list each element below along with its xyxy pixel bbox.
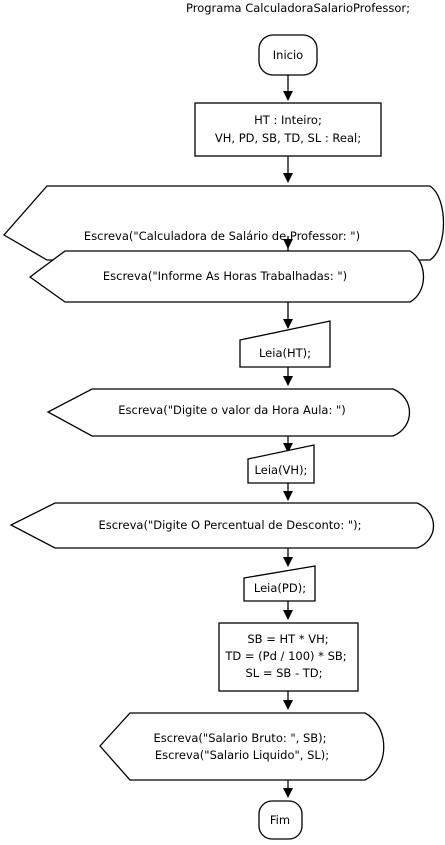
- display-hour-value: Escreva("Digite o valor da Hora Aula: "): [46, 388, 410, 437]
- display-output: Escreva("Salario Bruto: ", SB); Escreva(…: [99, 712, 385, 781]
- input-read-vh: Leia(VH);: [247, 444, 315, 484]
- start-label: Inicio: [273, 48, 303, 62]
- display-discount: Escreva("Digite O Percentual de Desconto…: [9, 502, 434, 549]
- read-ht-text: Leia(HT);: [259, 346, 311, 360]
- declaration-line: HT : Inteiro;: [254, 113, 322, 127]
- end-label: Fim: [270, 813, 290, 827]
- display-hours: Escreva("Informe As Horas Trabalhadas: "…: [28, 250, 424, 303]
- input-read-pd: Leia(PD);: [243, 565, 316, 602]
- end-terminal: Fim: [258, 800, 303, 840]
- display-title: Escreva("Calculadora de Salário de Profe…: [2, 185, 445, 261]
- read-pd-text: Leia(PD);: [254, 581, 306, 595]
- output-line: Escreva("Salario Liquido", SL);: [155, 748, 329, 762]
- process-box: SB = HT * VH; TD = (Pd / 100) * SB; SL =…: [218, 622, 359, 692]
- process-line: TD = (Pd / 100) * SB;: [224, 649, 346, 663]
- read-vh-text: Leia(VH);: [255, 463, 308, 477]
- output-line: Escreva("Salario Bruto: ", SB);: [153, 731, 326, 745]
- start-terminal: Inicio: [258, 34, 318, 76]
- declarations-box: HT : Inteiro; VH, PD, SB, TD, SL : Real;: [194, 102, 382, 157]
- declaration-line: VH, PD, SB, TD, SL : Real;: [215, 131, 361, 145]
- display-title-text: Escreva("Calculadora de Salário de Profe…: [84, 229, 360, 243]
- process-line: SB = HT * VH;: [247, 632, 328, 646]
- program-title: Programa CalculadoraSalarioProfessor;: [186, 1, 410, 15]
- display-discount-text: Escreva("Digite O Percentual de Desconto…: [98, 518, 361, 532]
- display-hour-value-text: Escreva("Digite o valor da Hora Aula: "): [118, 403, 346, 417]
- input-read-ht: Leia(HT);: [239, 320, 331, 368]
- display-hours-text: Escreva("Informe As Horas Trabalhadas: "…: [103, 269, 347, 283]
- process-line: SL = SB - TD;: [245, 666, 322, 680]
